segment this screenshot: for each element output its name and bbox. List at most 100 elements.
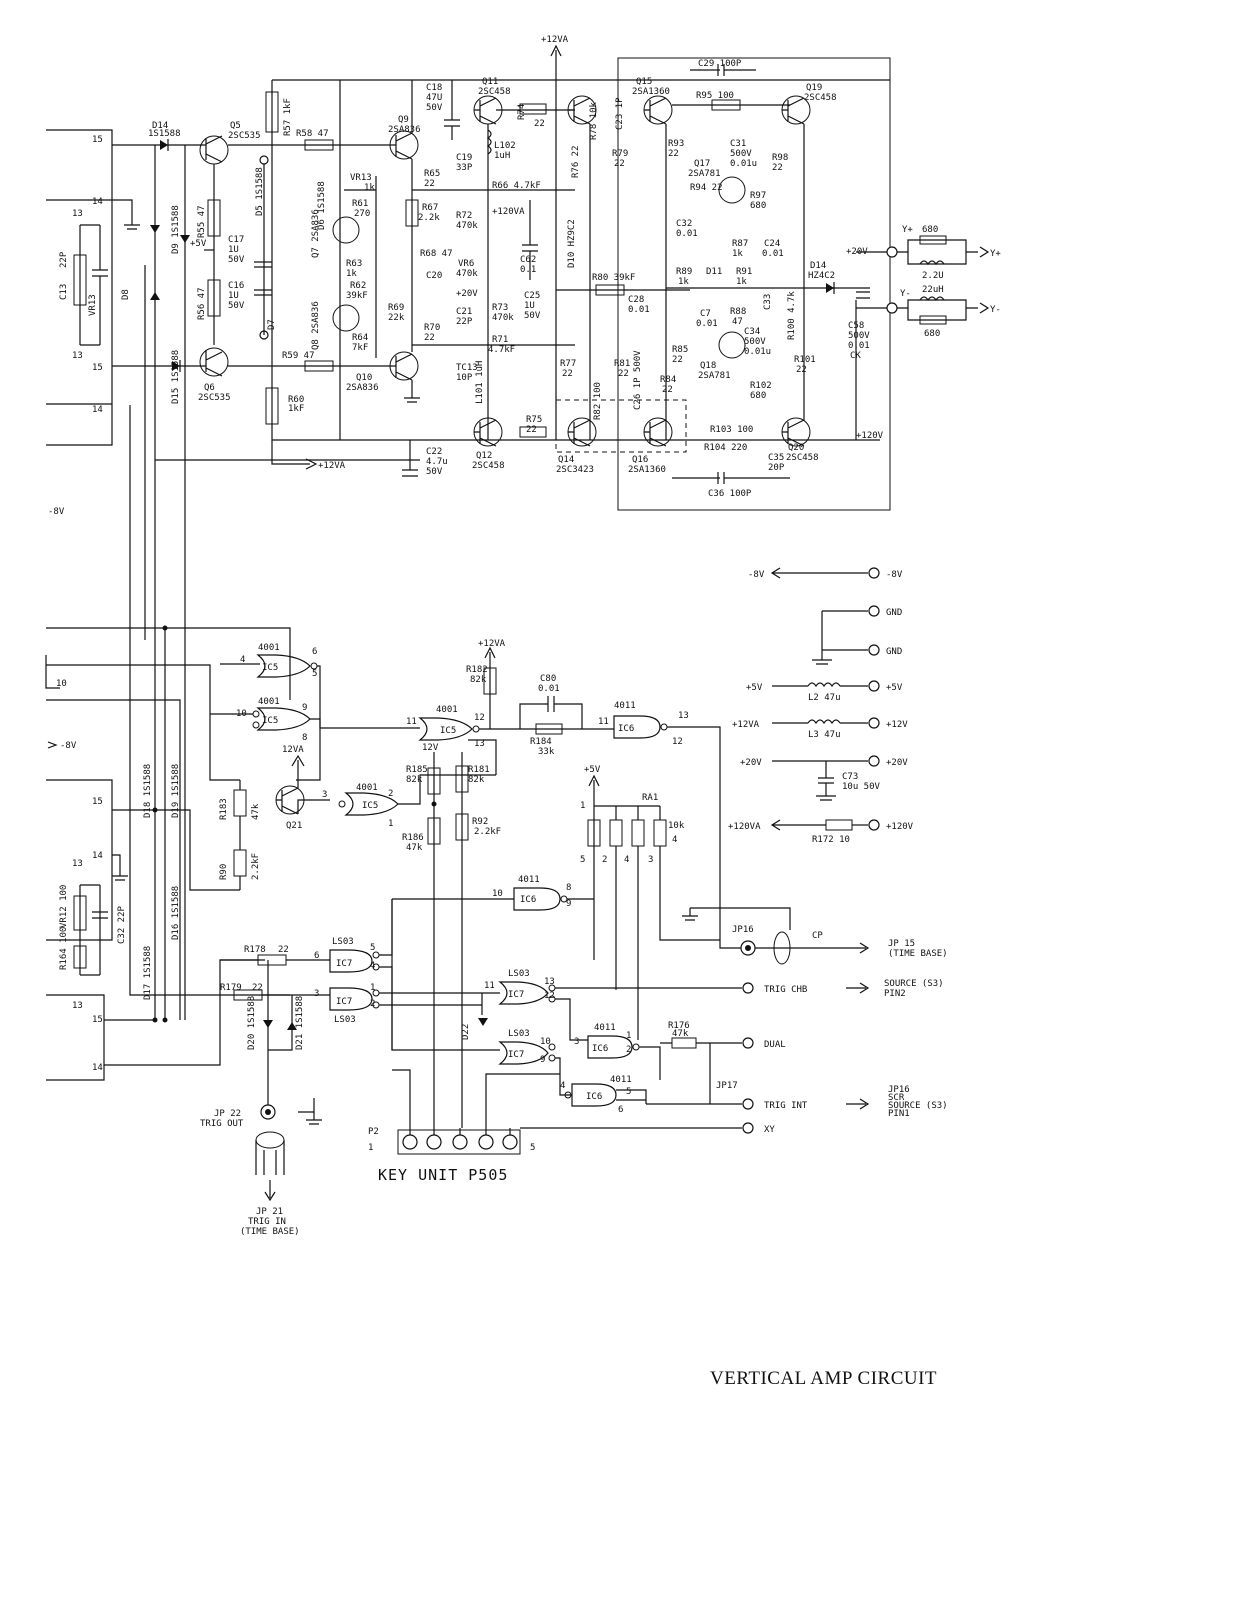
edge-pin-label: 13 xyxy=(72,859,83,869)
output-y-plus: Y+ 680 2.2U Y+ xyxy=(886,225,1001,281)
q18-label: Q18 xyxy=(700,361,716,371)
r92-value: 2.2kF xyxy=(251,853,261,880)
svg-text:IC6: IC6 xyxy=(586,1092,602,1102)
c32-label: C32 xyxy=(676,219,692,229)
vr12-label: VR12 100 xyxy=(59,885,69,928)
r57-label: R57 1kF xyxy=(283,98,293,136)
r97-label: R97 xyxy=(750,191,766,201)
p2-pin-3[interactable] xyxy=(452,1134,468,1150)
connector-caption: KEY UNIT P505 xyxy=(378,1166,508,1184)
jp22-label: JP 22 xyxy=(214,1109,241,1119)
c34-volt: 500V xyxy=(744,337,766,347)
r179-value: 22 xyxy=(252,983,263,993)
y-plus-inline: Y+ xyxy=(902,225,913,235)
r181-label: R181 xyxy=(468,765,490,775)
tc13-value: 10P xyxy=(456,373,473,383)
r81-value: 22 xyxy=(618,369,629,379)
svg-text:IC7: IC7 xyxy=(336,959,352,969)
r55-label: R55 47 xyxy=(197,205,207,238)
dual-terminal[interactable] xyxy=(742,1037,754,1049)
trig-chb-terminal[interactable] xyxy=(742,982,754,994)
d15-label: D15 1S1588 xyxy=(171,350,181,404)
ic6-gate-a: 4011 IC6 11 13 12 xyxy=(598,701,752,949)
plus20v-terminal[interactable] xyxy=(868,755,880,767)
plus120v-label: +120V xyxy=(856,431,884,441)
ra1-pin3: 3 xyxy=(648,855,653,865)
plus12v-terminal[interactable] xyxy=(868,717,880,729)
d14-value: 1S1588 xyxy=(148,129,181,139)
svg-text:2: 2 xyxy=(370,999,375,1009)
d5-label: D5 1S1588 xyxy=(255,167,265,216)
p2-pin-1[interactable] xyxy=(402,1134,418,1150)
svg-text:4001: 4001 xyxy=(356,783,378,793)
r100-label: R100 4.7k xyxy=(787,291,797,340)
r81-label: R81 xyxy=(614,359,630,369)
r184-label: R184 xyxy=(530,737,552,747)
r75-label: R75 xyxy=(526,415,542,425)
c31-volt: 500V xyxy=(730,149,752,159)
c29-label: C29 100P xyxy=(698,59,742,69)
cp-dest-1: JP 15 xyxy=(888,939,915,949)
edge-pin-label: 15 xyxy=(92,1015,103,1025)
q12-part: 2SC458 xyxy=(472,461,505,471)
ic5-gate-d: 4001 IC5 2 1 xyxy=(338,774,496,829)
plus5v-terminal[interactable] xyxy=(868,680,880,692)
ic6-gate-b: 4011 IC6 10 8 9 xyxy=(391,875,594,1051)
r58-label: R58 47 xyxy=(296,129,329,139)
svg-text:12: 12 xyxy=(544,991,555,1001)
r51-value: 22P xyxy=(59,251,69,268)
ic7-gate-d: LS03 IC7 10 9 xyxy=(498,1029,572,1096)
p2-pin-5[interactable] xyxy=(502,1134,518,1150)
q12-label: Q12 xyxy=(476,451,492,461)
ra1-pin5: 5 xyxy=(580,855,585,865)
y-minus-terminal[interactable] xyxy=(886,302,898,314)
r60-label: R60 xyxy=(288,395,304,405)
c62-value: 0.1 xyxy=(520,265,536,275)
p2-ref: P2 xyxy=(368,1127,379,1137)
q5-label: Q5 xyxy=(230,121,241,131)
c18-label: C18 xyxy=(426,83,442,93)
ic7-gate-b: IC7 LS03 3 1 2 xyxy=(314,983,482,1025)
r186-value: 47k xyxy=(406,843,423,853)
r88-label: R88 xyxy=(730,307,746,317)
gnd-terminal-2[interactable] xyxy=(868,644,880,656)
minus8v-terminal[interactable] xyxy=(868,567,880,579)
logic-rail-12va: +12VA xyxy=(478,639,506,649)
svg-text:11: 11 xyxy=(598,717,609,727)
r90-value: 47k xyxy=(251,803,261,820)
c18-volt: 50V xyxy=(426,103,443,113)
r56-label: R56 47 xyxy=(197,287,207,320)
y-minus-label: Y- xyxy=(990,305,1001,315)
r185-value: 82k xyxy=(406,775,423,785)
svg-text:9: 9 xyxy=(540,1055,545,1065)
r63-label: R63 xyxy=(346,259,362,269)
svg-text:12: 12 xyxy=(474,713,485,723)
vr13-label: VR13 xyxy=(350,173,372,183)
r178-value: 22 xyxy=(278,945,289,955)
xy-terminal[interactable] xyxy=(742,1122,754,1134)
svg-text:4011: 4011 xyxy=(610,1075,632,1085)
svg-text:+12VA: +12VA xyxy=(732,720,760,730)
r179-label: R179 xyxy=(220,983,242,993)
y-plus-terminal[interactable] xyxy=(886,246,898,258)
p2-pin-2[interactable] xyxy=(426,1134,442,1150)
q17-part: 2SA781 xyxy=(688,169,721,179)
svg-text:4011: 4011 xyxy=(614,701,636,711)
r97-value: 680 xyxy=(750,201,766,211)
trig-int-terminal[interactable] xyxy=(742,1098,754,1110)
svg-text:+120V: +120V xyxy=(886,822,914,832)
p2-pin-4[interactable] xyxy=(478,1134,494,1150)
c58-volt: 500V xyxy=(848,331,870,341)
svg-text:9: 9 xyxy=(566,899,571,909)
plus120v-terminal[interactable] xyxy=(868,819,880,831)
l102-label: L102 xyxy=(494,141,516,151)
c19-label: C19 xyxy=(456,153,472,163)
d14-label: D14 xyxy=(152,121,168,131)
power-row-plus120v: +120VA R172 10 +120V xyxy=(728,819,914,845)
r71-value: 4.7kF xyxy=(488,345,515,355)
r182-value: 82k xyxy=(470,675,487,685)
gnd-terminal-1[interactable] xyxy=(868,605,880,617)
r77-label: R77 xyxy=(560,359,576,369)
svg-text:1: 1 xyxy=(388,819,393,829)
